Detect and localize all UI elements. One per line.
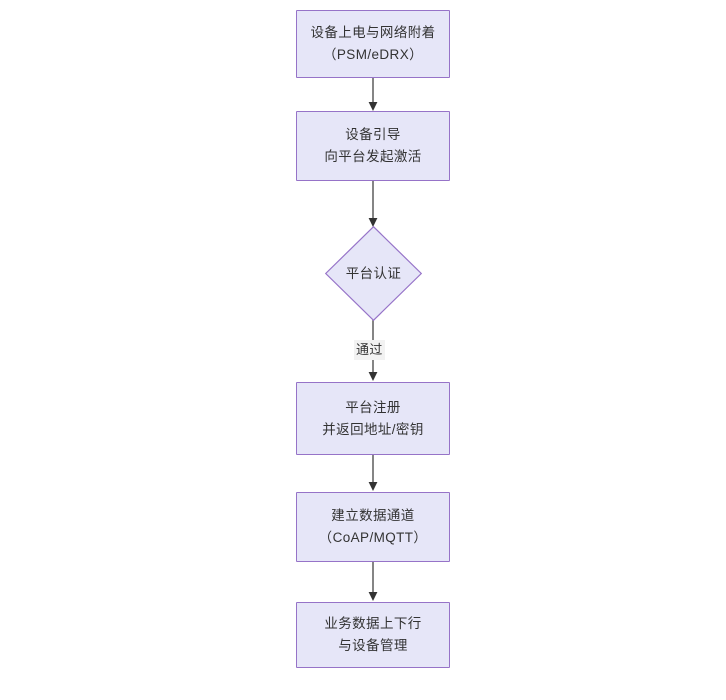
node-platform-authentication[interactable]: 平台认证: [325, 226, 422, 321]
node-line-primary: 建立数据通道: [331, 508, 415, 523]
node-line-secondary: （CoAP/MQTT）: [318, 530, 428, 545]
edge-n1-n2: [363, 78, 383, 112]
node-business-data-and-device-management[interactable]: 业务数据上下行 与设备管理: [296, 602, 450, 668]
node-line-primary: 平台注册: [345, 399, 401, 415]
node-line-primary: 设备上电与网络附着: [310, 25, 436, 40]
node-device-power-on[interactable]: 设备上电与网络附着 （PSM/eDRX）: [296, 10, 450, 78]
node-line-primary: 平台认证: [345, 265, 402, 281]
node-line-secondary: 并返回地址/密钥: [322, 421, 424, 437]
node-device-bootstrap[interactable]: 设备引导 向平台发起激活: [296, 111, 450, 181]
node-establish-data-channel[interactable]: 建立数据通道 （CoAP/MQTT）: [296, 492, 450, 562]
diamond-shape-icon: [325, 226, 422, 321]
edge-label-pass: 通过: [354, 340, 385, 360]
node-line-secondary: 与设备管理: [338, 638, 408, 653]
edge-n4-n5: [363, 455, 383, 492]
edge-n5-n6: [363, 562, 383, 602]
edge-n2-n3: [363, 180, 383, 228]
node-line-secondary: （PSM/eDRX）: [322, 47, 424, 62]
node-line-primary: 业务数据上下行: [324, 616, 422, 631]
node-platform-registration[interactable]: 平台注册 并返回地址/密钥: [296, 382, 450, 455]
node-line-primary: 设备引导: [345, 127, 401, 142]
node-line-secondary: 向平台发起激活: [324, 149, 422, 164]
